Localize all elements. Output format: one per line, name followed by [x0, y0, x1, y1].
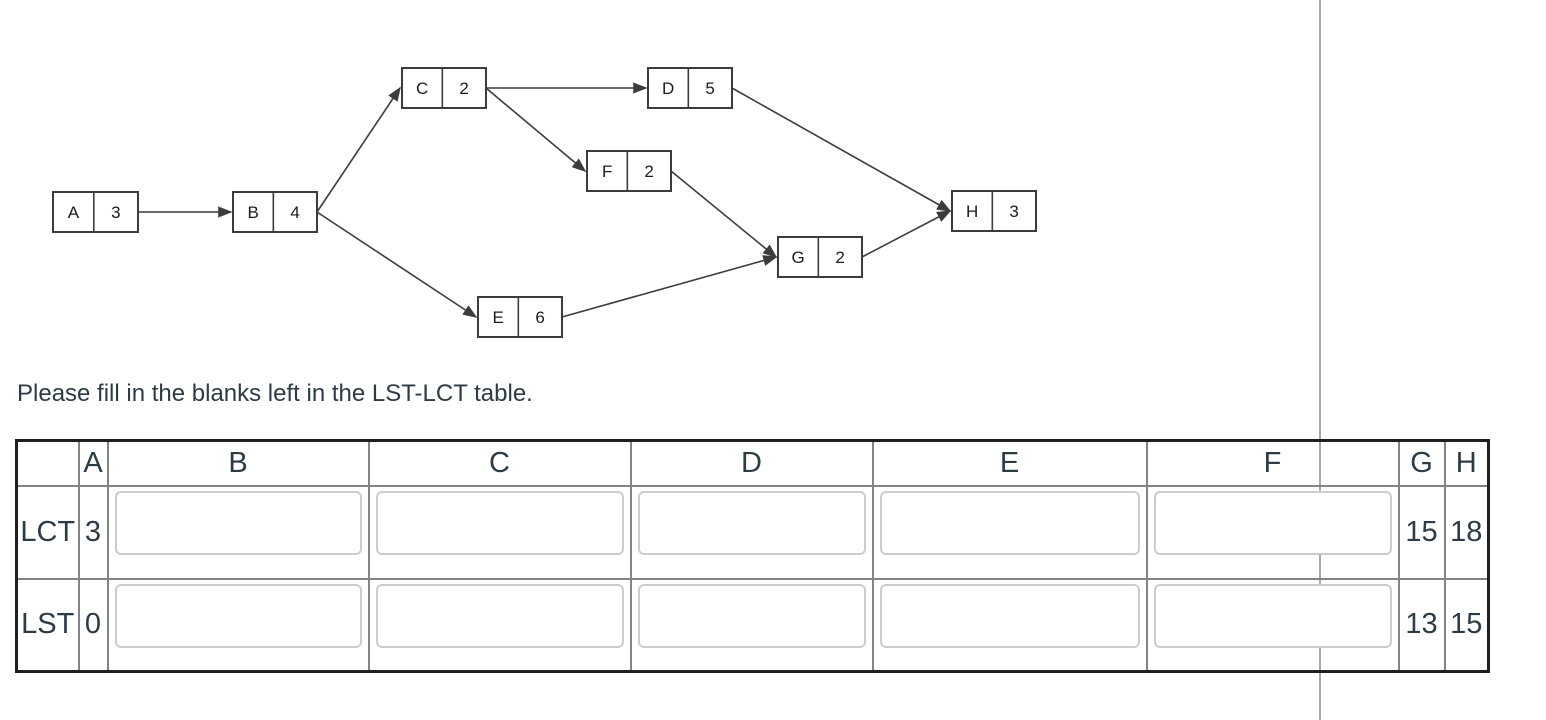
lst-c-cell — [367, 577, 632, 673]
lct-g-value: 15 — [1397, 484, 1446, 580]
lst-d-input[interactable] — [637, 583, 866, 648]
lct-f-cell — [1145, 484, 1400, 580]
col-header-a: A — [77, 439, 109, 487]
lct-b-input[interactable] — [114, 490, 362, 555]
lct-f-input[interactable] — [1153, 490, 1392, 555]
lst-f-cell — [1145, 577, 1400, 673]
lct-e-cell — [871, 484, 1148, 580]
node-duration: 3 — [111, 203, 120, 222]
edge-B-E — [316, 211, 478, 318]
row-label-lst: LST — [15, 577, 80, 673]
col-header-e: E — [871, 439, 1148, 487]
lct-c-input[interactable] — [375, 490, 624, 555]
node-duration: 2 — [644, 162, 653, 181]
edge-E-G — [561, 255, 778, 318]
col-header-f: F — [1145, 439, 1400, 487]
lst-lct-table: A B C D E F G H LCT 3 — [15, 439, 1490, 673]
lct-b-cell — [106, 484, 370, 580]
node-duration: 6 — [535, 308, 544, 327]
page-divider-line — [1319, 0, 1321, 720]
lst-b-cell — [106, 577, 370, 673]
lct-d-cell — [629, 484, 874, 580]
node-label: G — [792, 248, 805, 267]
lst-e-input[interactable] — [879, 583, 1140, 648]
lst-f-input[interactable] — [1153, 583, 1392, 648]
node-label: E — [492, 308, 503, 327]
lct-c-cell — [367, 484, 632, 580]
lst-d-cell — [629, 577, 874, 673]
lct-a-value: 3 — [77, 484, 109, 580]
edge-D-H — [731, 87, 952, 212]
corner-cell — [15, 439, 80, 487]
node-label: D — [662, 79, 674, 98]
edge-B-C — [316, 86, 401, 213]
lct-row: LCT 3 15 18 — [15, 484, 1490, 580]
lct-e-input[interactable] — [879, 490, 1140, 555]
node-duration: 3 — [1009, 202, 1018, 221]
node-label: H — [966, 202, 978, 221]
prompt-text: Please fill in the blanks left in the LS… — [17, 380, 533, 407]
col-header-g: G — [1397, 439, 1446, 487]
col-header-c: C — [367, 439, 632, 487]
lst-row: LST 0 13 15 — [15, 577, 1490, 673]
node-duration: 4 — [290, 203, 299, 222]
node-label: B — [247, 203, 258, 222]
lct-h-value: 18 — [1443, 484, 1490, 580]
lst-b-input[interactable] — [114, 583, 362, 648]
lst-a-value: 0 — [77, 577, 109, 673]
edge-C-F — [485, 87, 587, 173]
node-duration: 2 — [459, 79, 468, 98]
col-header-b: B — [106, 439, 370, 487]
edge-F-G — [670, 170, 778, 259]
node-duration: 2 — [835, 248, 844, 267]
row-label-lct: LCT — [15, 484, 80, 580]
node-label: F — [602, 162, 612, 181]
lst-c-input[interactable] — [375, 583, 624, 648]
node-label: A — [68, 203, 80, 222]
lst-h-value: 15 — [1443, 577, 1490, 673]
node-label: C — [416, 79, 428, 98]
table-header-row: A B C D E F G H — [15, 439, 1490, 487]
edge-G-H — [861, 210, 952, 258]
col-header-h: H — [1443, 439, 1490, 487]
node-duration: 5 — [705, 79, 714, 98]
col-header-d: D — [629, 439, 874, 487]
lct-d-input[interactable] — [637, 490, 866, 555]
lst-e-cell — [871, 577, 1148, 673]
lst-g-value: 13 — [1397, 577, 1446, 673]
